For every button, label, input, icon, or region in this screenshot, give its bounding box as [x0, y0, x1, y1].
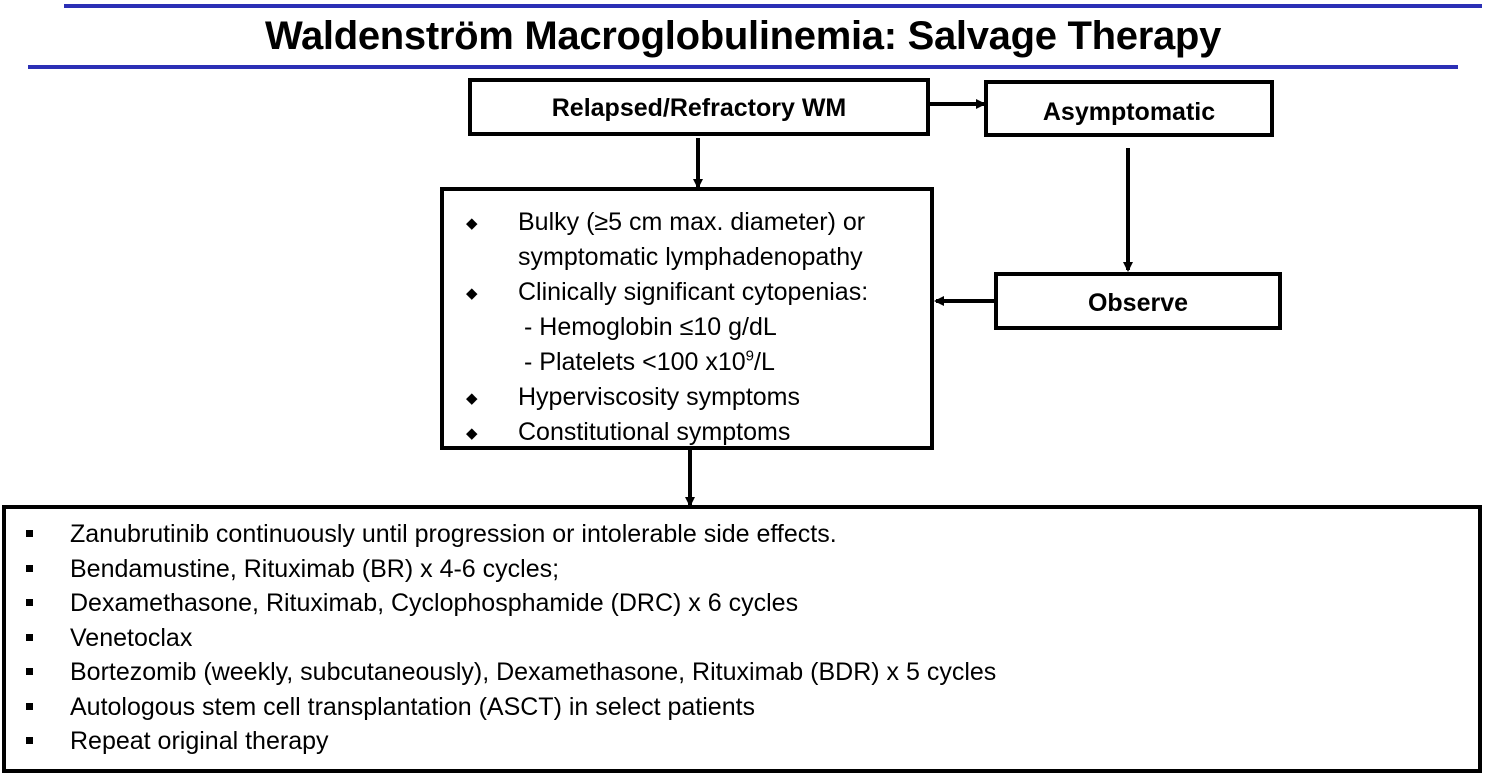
square-bullet-icon [26, 564, 33, 572]
asymptomatic-box: Asymptomatic [984, 80, 1274, 137]
criteria-line: symptomatic lymphadenopathy [518, 243, 863, 271]
criteria-item: ◆ Hyperviscosity symptoms [462, 380, 924, 415]
criteria-sub-unit: /L [754, 348, 775, 376]
diamond-icon: ◆ [466, 390, 478, 407]
treatment-text: Repeat original therapy [70, 727, 329, 755]
observe-label: Observe [1087, 289, 1189, 317]
criteria-subitem: - Hemoglobin ≤10 g/dL [462, 310, 924, 345]
criteria-line: Constitutional symptoms [518, 418, 791, 446]
square-bullet-icon [26, 737, 33, 744]
treatment-text: Bortezomib (weekly, subcutaneously), Dex… [70, 658, 997, 686]
criteria-item: ◆ Bulky (≥5 cm max. diameter) or symptom… [462, 205, 924, 275]
treatment-box: Zanubrutinib continuously until progress… [2, 505, 1482, 773]
criteria-subitem: - Platelets <100 x109/L [462, 345, 924, 380]
diamond-icon: ◆ [466, 215, 478, 232]
criteria-item: ◆ Clinically significant cytopenias: [462, 275, 924, 310]
relapsed-refractory-box: Relapsed/Refractory WM [468, 78, 930, 136]
diamond-icon: ◆ [466, 285, 478, 302]
diamond-icon: ◆ [466, 425, 478, 442]
asymptomatic-label: Asymptomatic [1042, 98, 1216, 126]
treatment-item: Bendamustine, Rituximab (BR) x 4-6 cycle… [22, 552, 1468, 587]
treatment-item: Autologous stem cell transplantation (AS… [22, 690, 1468, 725]
criteria-item: ◆ Constitutional symptoms [462, 415, 924, 450]
treatment-text: Zanubrutinib continuously until progress… [70, 520, 837, 548]
square-bullet-icon [26, 633, 33, 641]
criteria-line: Hyperviscosity symptoms [518, 383, 800, 411]
square-bullet-icon [26, 599, 33, 606]
criteria-box: ◆ Bulky (≥5 cm max. diameter) or symptom… [440, 187, 934, 450]
square-bullet-icon [26, 702, 33, 710]
treatment-text: Bendamustine, Rituximab (BR) x 4-6 cycle… [70, 554, 560, 583]
relapsed-refractory-label: Relapsed/Refractory WM [551, 94, 847, 122]
criteria-sub-text: - Hemoglobin ≤10 g/dL [524, 313, 777, 341]
square-bullet-icon [26, 530, 33, 537]
criteria-sub-superscript: 9 [745, 347, 755, 365]
square-bullet-icon [26, 668, 33, 675]
treatment-item: Repeat original therapy [22, 724, 1468, 759]
treatment-text: Autologous stem cell transplantation (AS… [70, 692, 756, 721]
page-title: Waldenström Macroglobulinemia: Salvage T… [264, 14, 1222, 58]
treatment-text: Dexamethasone, Rituximab, Cyclophosphami… [70, 589, 799, 617]
criteria-list: ◆ Bulky (≥5 cm max. diameter) or symptom… [462, 205, 924, 450]
criteria-line: Clinically significant cytopenias: [518, 278, 869, 306]
bottom-rule [28, 65, 1458, 69]
treatment-list: Zanubrutinib continuously until progress… [22, 517, 1468, 759]
treatment-item: Bortezomib (weekly, subcutaneously), Dex… [22, 655, 1468, 690]
top-rule [64, 4, 1482, 8]
treatment-item: Dexamethasone, Rituximab, Cyclophosphami… [22, 586, 1468, 621]
treatment-item: Venetoclax [22, 621, 1468, 656]
observe-box: Observe [994, 272, 1282, 330]
criteria-sub-text: - Platelets <100 x10 [524, 348, 746, 376]
treatment-text: Venetoclax [70, 623, 193, 652]
criteria-line: Bulky (≥5 cm max. diameter) or [518, 208, 866, 236]
treatment-item: Zanubrutinib continuously until progress… [22, 517, 1468, 552]
